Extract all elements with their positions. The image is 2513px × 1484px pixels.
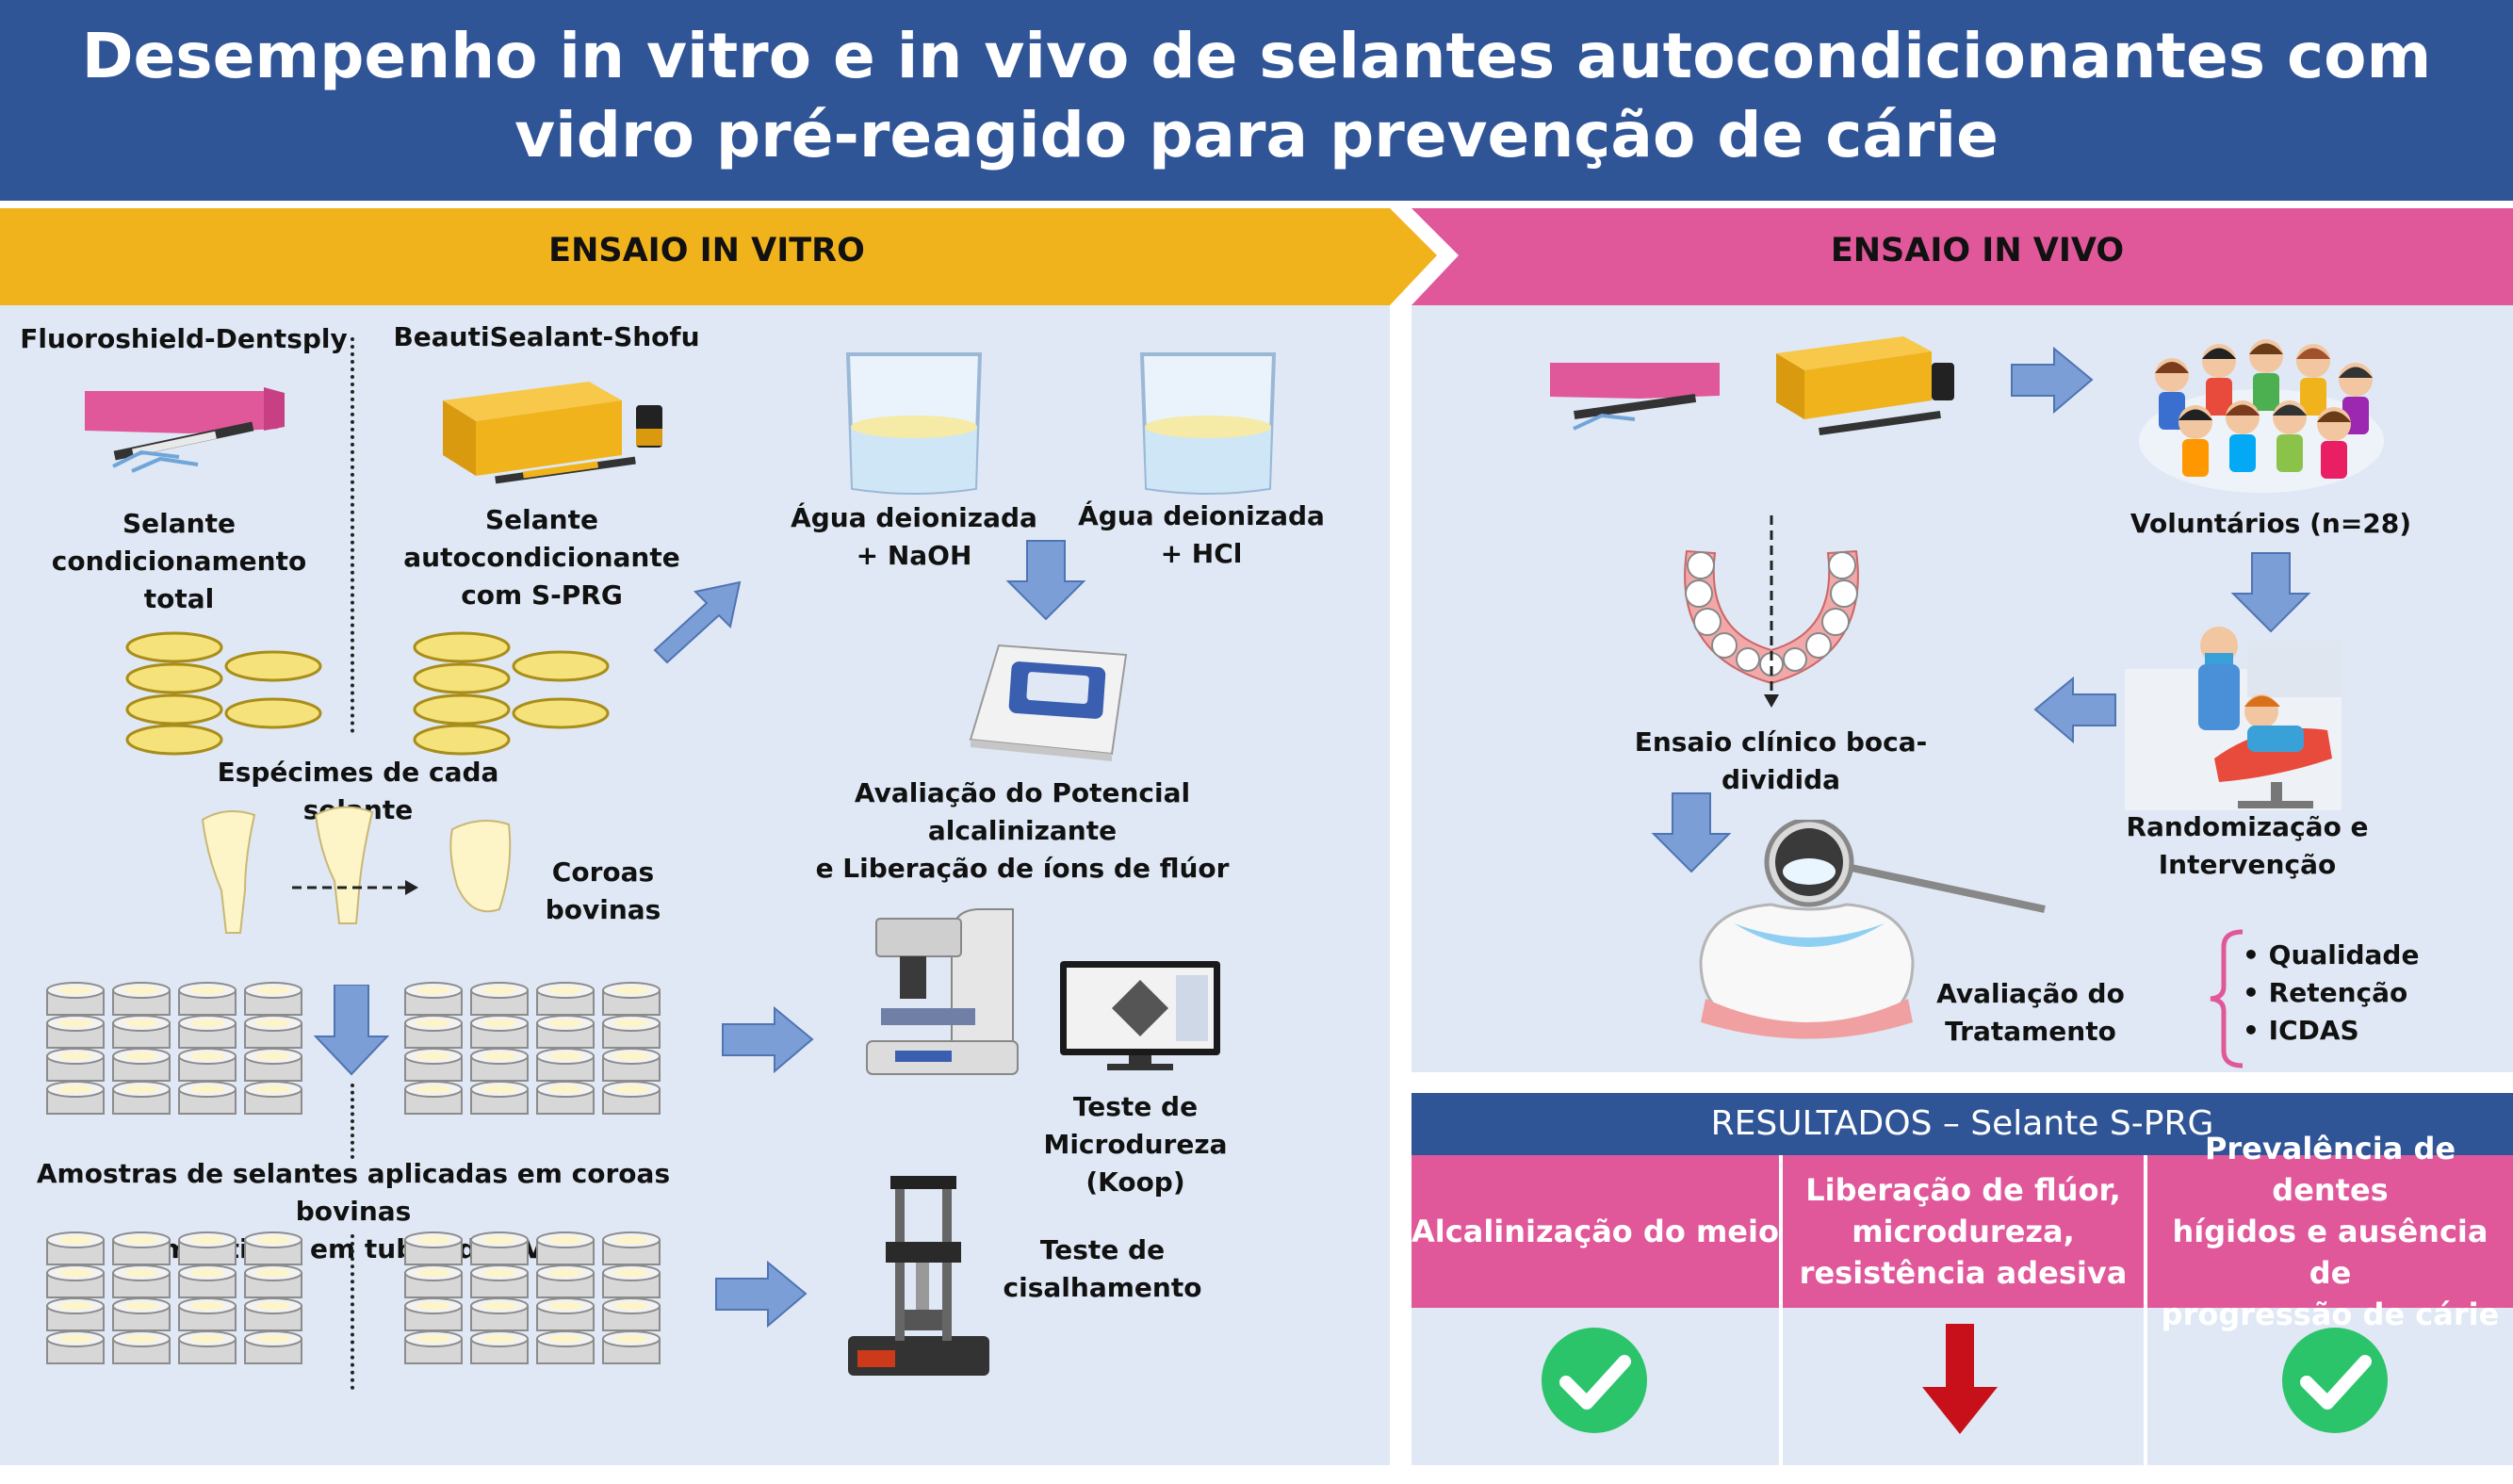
arrow-to-shear: [715, 1260, 808, 1329]
down-arrow-beakers: [1005, 540, 1086, 621]
sealant-1-label: Selante condicionamento total: [19, 505, 339, 618]
crowns-label: Coroas bovinas: [528, 854, 678, 929]
criteria-bracket: [2210, 929, 2244, 1068]
sealant-2-line-3: com S-PRG: [461, 579, 623, 611]
product-2-label: BeautiSealant-Shofu: [393, 321, 700, 352]
fluoroshield-product-icon-invivo: [1550, 363, 1720, 431]
results-divider-2: [2144, 1155, 2147, 1465]
shear-tester-icon: [848, 1176, 989, 1376]
shear-label: Teste de cisalhamento: [980, 1231, 1225, 1307]
down-arrow-splitmouth: [1651, 792, 1732, 873]
beaker-2-line-1: Água deionizada: [1078, 500, 1325, 531]
dental-arch-icon: [1684, 549, 1859, 685]
check-icon-2: [2282, 1328, 2388, 1433]
fluoroshield-product-icon: [85, 387, 285, 473]
invitro-heading: ENSAIO IN VITRO: [548, 232, 865, 269]
split-mouth-label: Ensaio clínico boca-dividida: [1634, 726, 1928, 795]
dentist-chair-icon: [2125, 627, 2342, 810]
separator-dotted: [351, 337, 354, 733]
beaker-1-line-1: Água deionizada: [791, 502, 1037, 533]
shear-line-2: cisalhamento: [1003, 1272, 1202, 1303]
check-icon-1: [1542, 1328, 1647, 1433]
arrow-to-beakers: [653, 580, 742, 664]
result-3-line-1: Prevalência de dentes: [2204, 1131, 2456, 1208]
invivo-ribbon: [1412, 208, 2513, 305]
tooth-mirror-icon: [1699, 820, 2046, 1039]
sealant-1-line-1: Selante: [122, 508, 236, 539]
beaker-naoh-icon: [845, 352, 983, 495]
microhardness-tester-icon: [866, 908, 1019, 1075]
criteria-list: • Qualidade • Retenção • ICDAS: [2243, 937, 2478, 1050]
criteria-item-1: • Qualidade: [2243, 939, 2420, 970]
sealant-1-line-2: condicionamento total: [51, 546, 307, 614]
arrow-to-splitmouth: [2033, 676, 2116, 744]
beautisealant-product-icon-invivo: [1776, 336, 1954, 436]
title-line-2: vidro pré-reagido para prevenção de cári…: [514, 99, 1999, 171]
samples-line-1: Amostras de selantes aplicadas em coroas…: [36, 1158, 671, 1227]
down-arrow-samples: [314, 985, 389, 1076]
down-arrow-volunteers: [2230, 552, 2311, 633]
beaker-1-label: Água deionizada + NaOH: [773, 499, 1055, 575]
bovine-teeth-icon: [201, 806, 512, 934]
invivo-heading: ENSAIO IN VIVO: [1830, 232, 2125, 269]
result-3-label: Prevalência de dentes hígidos e ausência…: [2147, 1131, 2513, 1332]
volunteers-children-icon: [2139, 339, 2384, 493]
ph-meter-icon: [969, 644, 1128, 761]
evaluation-line-2: e Liberação de íons de flúor: [815, 853, 1230, 884]
down-red-arrow-icon: [1922, 1324, 1998, 1434]
result-3-line-2: hígidos e ausência de: [2172, 1214, 2489, 1291]
invitro-ribbon: [0, 208, 1437, 305]
result-2-line-2: microdureza,: [1852, 1214, 2075, 1249]
microhardness-line-2: (Koop): [1085, 1166, 1185, 1198]
page-title: Desempenho in vitro e in vivo de selante…: [0, 17, 2513, 175]
beaker-2-line-2: + HCl: [1160, 538, 1243, 569]
separator-dotted-2: [351, 1084, 354, 1159]
crowns-line-2: bovinas: [545, 894, 661, 925]
randomization-line-1: Randomização e: [2126, 811, 2369, 842]
title-bar: [0, 0, 2513, 201]
separator-dotted-3: [351, 1234, 354, 1390]
microhardness-label: Teste de Microdureza (Koop): [980, 1088, 1291, 1201]
result-2-line-3: resistência adesiva: [1799, 1255, 2128, 1291]
crowns-line-1: Coroas: [551, 856, 655, 888]
pvc-samples-grid-bottom: [42, 1230, 683, 1399]
criteria-item-2: • Retenção: [2243, 977, 2408, 1008]
treatment-label: Avaliação do Tratamento: [1936, 978, 2125, 1047]
result-3-line-3: progressão de cárie: [2161, 1296, 2500, 1332]
split-mouth-dashed-line: [1764, 515, 1779, 708]
volunteers-label: Voluntários (n=28): [2130, 508, 2412, 539]
beautisealant-product-icon: [443, 382, 662, 484]
randomization-label: Randomização e Intervenção: [2111, 808, 2384, 884]
sealant-2-label: Selante autocondicionante com S-PRG: [386, 501, 697, 614]
beaker-2-label: Água deionizada + HCl: [1074, 497, 1329, 573]
result-1-line-1: Alcalinização do meio: [1412, 1214, 1779, 1249]
results-divider-1: [1779, 1155, 1783, 1465]
randomization-line-2: Intervenção: [2158, 849, 2337, 880]
sealant-2-line-2: autocondicionante: [403, 542, 680, 573]
microhardness-line-1: Teste de Microdureza: [1043, 1091, 1228, 1160]
arrow-to-microhardness: [722, 1005, 814, 1074]
section-ribbons: [0, 208, 2513, 305]
product-1-label: Fluoroshield-Dentsply: [20, 323, 348, 354]
arrow-to-volunteers: [2011, 346, 2094, 415]
evaluation-line-1: Avaliação do Potencial alcalinizante: [854, 777, 1191, 846]
title-line-1: Desempenho in vitro e in vivo de selante…: [81, 20, 2432, 92]
sealant-2-line-1: Selante: [485, 504, 598, 535]
shear-line-1: Teste de: [1039, 1234, 1166, 1265]
result-1-label: Alcalinização do meio: [1412, 1155, 1779, 1308]
result-2-label: Liberação de flúor, microdureza, resistê…: [1783, 1155, 2144, 1308]
criteria-item-3: • ICDAS: [2243, 1015, 2359, 1046]
results-heading: RESULTADOS – Selante S-PRG: [1412, 1093, 2513, 1155]
beaker-1-line-2: + NaOH: [856, 540, 972, 571]
computer-monitor-icon: [1060, 961, 1220, 1070]
result-2-line-1: Liberação de flúor,: [1805, 1172, 2121, 1208]
specimen-discs-icon: [125, 631, 610, 756]
beaker-hcl-icon: [1139, 352, 1277, 495]
evaluation-label: Avaliação do Potencial alcalinizante e L…: [773, 775, 1272, 888]
